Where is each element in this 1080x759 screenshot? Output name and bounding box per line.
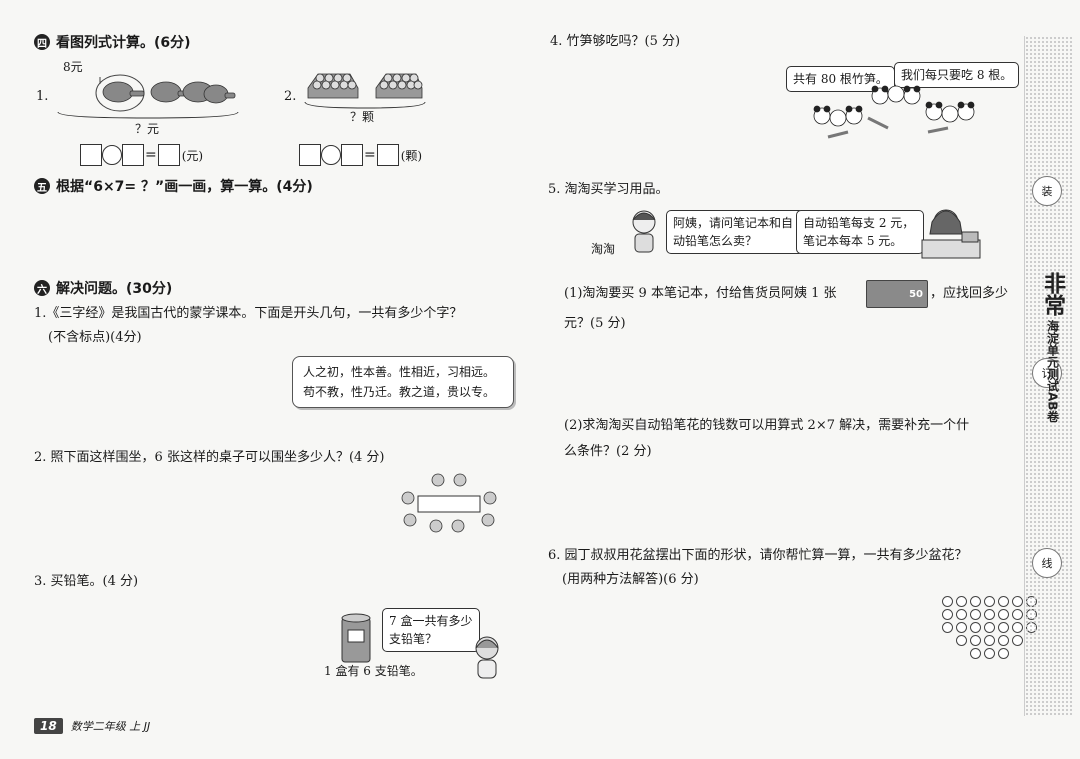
question-6-2: 2. 照下面这样围坐，6 张这样的桌子可以围坐多少人？(4 分) <box>34 450 385 465</box>
pandas-illustration <box>813 85 975 139</box>
total-question-label: ？颗 <box>350 110 375 124</box>
flower-pot <box>1012 609 1023 620</box>
flower-pot <box>942 596 953 607</box>
flower-pot <box>998 609 1009 620</box>
question-r6-line2: (用两种方法解答)(6 分) <box>562 572 699 587</box>
poem-line: 人之初，性本善。性相近，习相远。 <box>303 365 496 379</box>
boy-name-label: 淘淘 <box>591 242 616 256</box>
paddles-illustration <box>57 74 239 119</box>
flower-pot <box>942 622 953 633</box>
clerk-answer-bubble: 自动铅笔每支 2 元，笔记本每本 5 元。 <box>796 210 924 254</box>
question-r6-line1: 6. 园丁叔叔用花盆摆出下面的形状，请你帮忙算一算，一共有多少盆花？ <box>548 548 968 563</box>
footer-label: 数学二年级 上 JJ <box>70 720 151 733</box>
question-r5-part2-a: (2)求淘淘买自动铅笔花的钱数可以用算式 2×7 解决，需要补充一个什 <box>564 418 970 433</box>
question-r5-part1-a: (1)淘淘要买 9 本笔记本，付给售货员阿姨 1 张 <box>564 286 837 301</box>
answer-box[interactable] <box>341 144 363 166</box>
boy-icon <box>632 210 656 253</box>
flower-pot <box>998 622 1009 633</box>
section-4-title: 四 看图列式计算。(6分) <box>34 32 191 52</box>
total-question-label: ？元 <box>135 122 160 136</box>
binding-mark: 装 <box>1032 176 1062 206</box>
flower-pot <box>956 622 967 633</box>
clerk-illustration <box>921 209 981 259</box>
question-number: 2. <box>284 89 297 104</box>
flower-pot <box>956 596 967 607</box>
question-6-1-line2: (不含标点)(4分) <box>48 330 142 345</box>
question-r5-part1-c: 元？(5 分) <box>564 316 626 331</box>
pencil-caption: 1 盒有 6 支铅笔。 <box>324 664 423 678</box>
egg-trays-illustration <box>304 73 426 109</box>
answer-box[interactable] <box>157 144 180 166</box>
brand-subtitle: 海淀单元测试AB卷 <box>1045 320 1060 423</box>
boy-question-bubble: 阿姨，请问笔记本和自动铅笔怎么卖？ <box>666 210 804 254</box>
page-number: 18 <box>34 718 63 734</box>
binding-mark: 订 <box>1032 358 1062 388</box>
section-badge: 五 <box>34 178 50 194</box>
unit-label: (颗) <box>400 148 423 163</box>
question-r5-part2-b: 么条件？(2 分) <box>564 444 652 459</box>
question-r5-part1-b: ，应找回多少 <box>930 286 1009 301</box>
question-6-3: 3. 买铅笔。(4 分) <box>34 574 139 589</box>
banknote-value: 50 <box>909 288 923 300</box>
section-badge: 四 <box>34 34 50 50</box>
flower-pot <box>1012 596 1023 607</box>
panda-need-bubble: 我们每只要吃 8 根。 <box>894 62 1020 88</box>
question-r4: 4. 竹笋够吃吗？(5 分) <box>550 34 681 49</box>
flower-pot <box>1012 635 1023 646</box>
pencil-box-icon <box>341 613 371 663</box>
flower-pot <box>984 609 995 620</box>
section-5-title: 五 根据“6×7= ？”画一画，算一算。(4分) <box>34 176 313 196</box>
table-seating-illustration <box>401 473 497 533</box>
flower-pot <box>998 648 1009 659</box>
answer-box[interactable] <box>122 144 144 166</box>
answer-box[interactable] <box>299 144 321 166</box>
flower-pot <box>970 648 981 659</box>
brand-block: 非常 海淀单元测试AB卷 <box>1040 272 1065 423</box>
girl-icon <box>475 636 499 679</box>
flower-pot <box>998 635 1009 646</box>
price-label: 8元 <box>63 60 83 74</box>
flower-pot <box>984 596 995 607</box>
flower-pot <box>970 622 981 633</box>
binding-mark: 线 <box>1032 548 1062 578</box>
operator-circle[interactable] <box>321 145 341 165</box>
flower-pot <box>984 622 995 633</box>
poem-scroll: 人之初，性本善。性相近，习相远。 苟不教，性乃迁。教之道，贵以专。 <box>292 356 514 408</box>
flower-pot <box>956 635 967 646</box>
flower-pot <box>970 635 981 646</box>
flower-pot <box>970 609 981 620</box>
section-title-text: 根据“6×7= ？”画一画，算一算。(4分) <box>56 179 313 195</box>
question-number: 1. <box>36 89 49 104</box>
flower-pot <box>956 609 967 620</box>
flower-pot <box>984 635 995 646</box>
section-6-title: 六 解决问题。(30分) <box>34 278 172 298</box>
flower-pot <box>942 609 953 620</box>
answer-box[interactable] <box>80 144 102 166</box>
question-6-1-line1: 1.《三字经》是我国古代的蒙学课本。下面是开头几句，一共有多少个字？ <box>34 306 463 321</box>
answer-box[interactable] <box>376 144 399 166</box>
section-title-text: 解决问题。(30分) <box>56 281 173 297</box>
flower-pot <box>1012 622 1023 633</box>
answer-boxes-2: =(颗) <box>299 144 422 166</box>
question-r5: 5. 淘淘买学习用品。 <box>548 182 669 197</box>
section-title-text: 看图列式计算。(6分) <box>56 35 191 51</box>
answer-boxes-1: =(元) <box>80 144 203 166</box>
banknote-50-icon: 50 <box>866 280 928 308</box>
footer: 18 数学二年级 上 JJ <box>34 718 150 734</box>
unit-label: (元) <box>181 148 204 163</box>
flower-pot <box>998 596 1009 607</box>
brand-logo: 非常 <box>1040 272 1065 316</box>
pencil-question-bubble: 7 盒一共有多少支铅笔？ <box>382 608 480 652</box>
operator-circle[interactable] <box>102 145 122 165</box>
flower-pot <box>984 648 995 659</box>
section-badge: 六 <box>34 280 50 296</box>
poem-line: 苟不教，性乃迁。教之道，贵以专。 <box>303 385 496 399</box>
flower-pot <box>970 596 981 607</box>
